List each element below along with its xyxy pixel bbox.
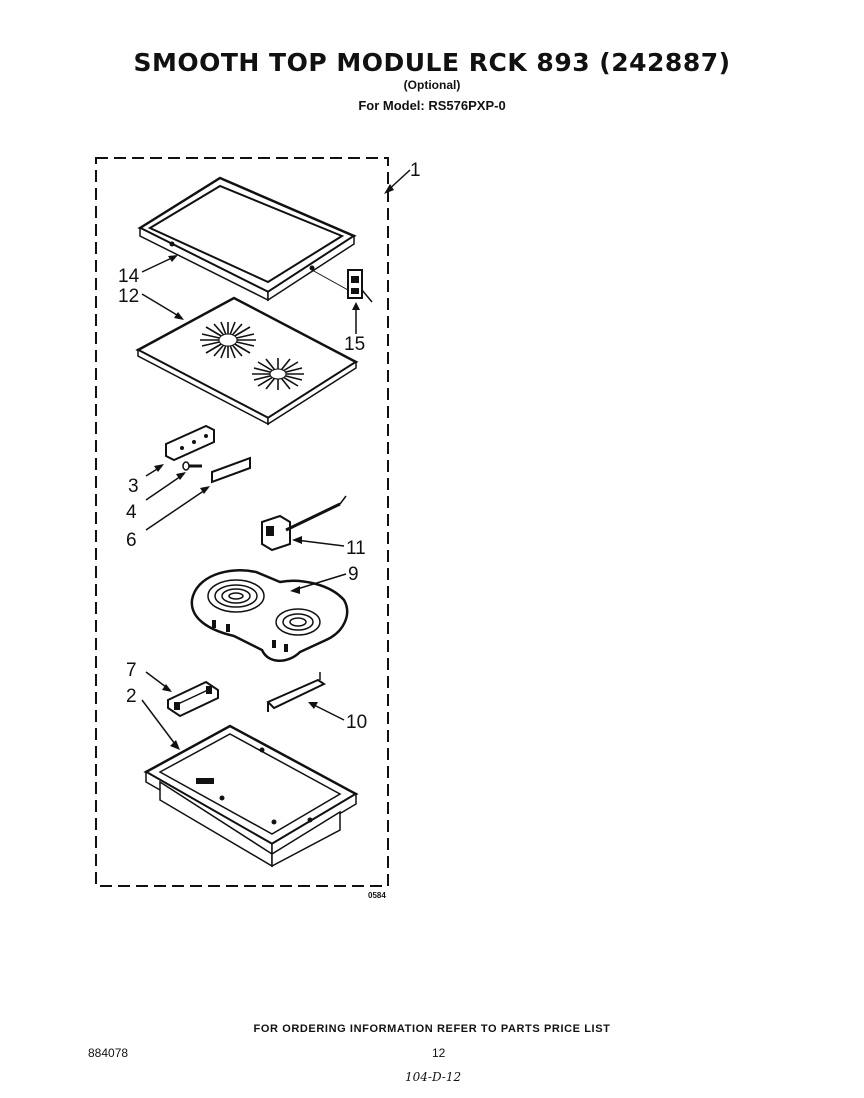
callout-3: 3 <box>128 476 139 497</box>
callout-11: 11 <box>346 538 366 559</box>
callout-9: 9 <box>348 564 359 585</box>
callout-7: 7 <box>126 660 137 681</box>
callout-14: 14 <box>118 266 140 287</box>
part-2-housing <box>143 724 359 868</box>
part-4-screw <box>182 461 202 471</box>
callout-4: 4 <box>126 502 137 523</box>
page-subtitle: (Optional) <box>403 78 461 92</box>
page-title: SMOOTH TOP MODULE RCK 893 (242887) <box>133 48 731 77</box>
part-11-limiter <box>261 495 347 552</box>
callout-15: 15 <box>344 334 365 355</box>
part-10-support-rail <box>266 672 327 712</box>
callout-2: 2 <box>126 686 137 707</box>
part-6-label <box>211 456 251 484</box>
callout-10: 10 <box>346 712 367 733</box>
callout-1: 1 <box>410 160 421 181</box>
callout-12: 12 <box>118 286 139 307</box>
part-12-glass-cooktop <box>135 296 359 426</box>
model-label: For Model: RS576PXP-0 <box>358 98 506 113</box>
drawing-code: 0584 <box>368 891 386 900</box>
part-15-clip <box>311 269 373 303</box>
part-14-trim-frame <box>137 176 357 302</box>
callout-6: 6 <box>126 530 137 551</box>
part-9-element-assembly <box>190 569 349 662</box>
ordering-note: FOR ORDERING INFORMATION REFER TO PARTS … <box>253 1023 611 1035</box>
handwritten-note: 104-D-12 <box>405 1070 462 1084</box>
assembly-boundary <box>95 157 389 887</box>
part-7-bracket <box>167 680 219 718</box>
part-3-terminal-block <box>165 424 215 462</box>
document-number: 884078 <box>88 1046 129 1060</box>
page-number: 12 <box>432 1046 446 1060</box>
